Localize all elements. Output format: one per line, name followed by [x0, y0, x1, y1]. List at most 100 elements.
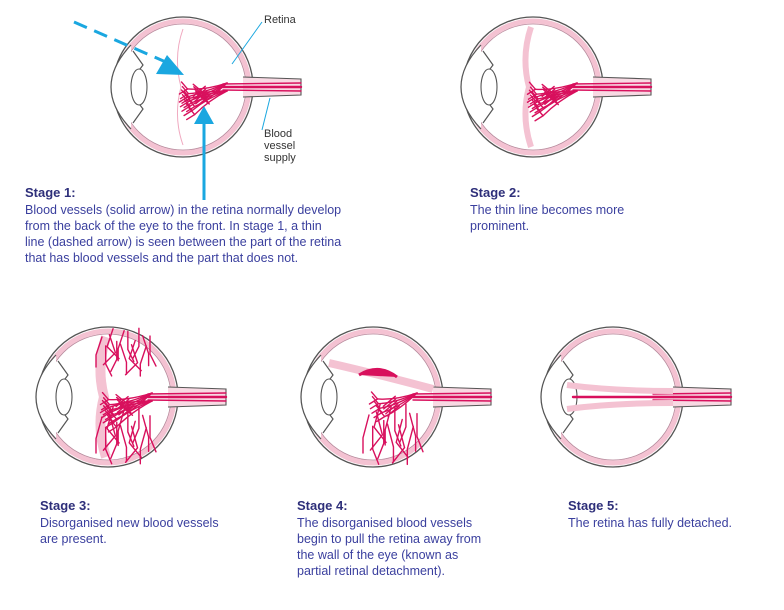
- retinal-vessel: [536, 100, 544, 109]
- central-vessel-lower: [412, 399, 492, 402]
- retina-label: Retina: [264, 14, 296, 26]
- eye-diagram-stage-5: [540, 326, 733, 468]
- retinal-vessel: [542, 91, 557, 103]
- eye-diagram-stage-3: [35, 326, 228, 468]
- new-vessel-cluster: [128, 420, 142, 458]
- retinal-vessel: [545, 95, 560, 108]
- dashed-arrow-head: [156, 55, 184, 75]
- new-vessel-cluster: [127, 409, 135, 448]
- retinal-vessel: [101, 391, 110, 401]
- retinal-vessel: [382, 395, 396, 407]
- retinal-vessel: [531, 110, 542, 118]
- stage-1-line: Blood vessels (solid arrow) in the retin…: [25, 203, 342, 217]
- retinal-vessel: [118, 404, 132, 416]
- stage-4-line: begin to pull the retina away from: [297, 532, 482, 546]
- stage-5-caption: Stage 5: The retina has fully detached.: [568, 498, 778, 531]
- stage-2-caption: Stage 2: The thin line becomes more prom…: [470, 185, 720, 234]
- retinal-vessel: [536, 108, 544, 117]
- new-vessel-cluster: [104, 427, 113, 465]
- retinal-vessel: [529, 86, 538, 95]
- new-vessel-cluster: [106, 327, 120, 360]
- retinal-vessel: [531, 102, 542, 110]
- central-vessel-lower: [572, 89, 652, 92]
- blood-vessel-supply-line-3: supply: [264, 152, 296, 164]
- retinal-vessel: [544, 93, 558, 105]
- central-vessel-lower: [147, 399, 227, 402]
- new-vessel-cluster: [128, 339, 142, 372]
- detached-retina-upper: [566, 382, 674, 394]
- new-vessel-cluster: [117, 408, 125, 447]
- dashed-arrow-line: [73, 20, 169, 65]
- retinal-vessel: [116, 401, 131, 413]
- new-vessel-cluster: [408, 412, 417, 453]
- retinal-vessel: [193, 90, 208, 103]
- retinal-vessel: [534, 107, 544, 114]
- stage-5-line: The retina has fully detached.: [568, 516, 732, 530]
- central-vessel-upper: [412, 392, 492, 395]
- retinal-vessel: [531, 91, 539, 100]
- central-vessel-upper: [572, 82, 652, 85]
- retinal-vessel: [371, 395, 380, 405]
- stage-3-line: Disorganised new blood vessels: [40, 516, 219, 530]
- blood-vessel-supply-line-1: Blood: [264, 128, 293, 140]
- new-vessel-cluster: [377, 419, 385, 460]
- stage-5-title: Stage 5:: [568, 498, 619, 513]
- new-vessel-cluster: [399, 403, 407, 443]
- retinal-vessel: [195, 93, 209, 105]
- stage-3-line: are present.: [40, 532, 107, 546]
- retinal-ridge: [95, 335, 111, 459]
- stage-4-line: The disorganised blood vessels: [297, 516, 473, 530]
- retinal-vessel: [196, 95, 210, 107]
- new-vessel-cluster: [102, 334, 117, 366]
- new-vessel-cluster: [395, 418, 409, 459]
- central-vessel-lower: [222, 89, 302, 92]
- new-vessel-cluster: [141, 414, 150, 453]
- demarcation-line: [177, 28, 184, 146]
- new-vessel-cluster: [119, 343, 128, 375]
- traction-vessel-mass: [358, 368, 398, 379]
- retinal-vessel: [541, 85, 555, 98]
- stage-3-caption: Stage 3: Disorganised new blood vessels …: [40, 498, 270, 547]
- blood-vessel-supply-line-2: vessel: [264, 140, 296, 152]
- new-vessel-cluster: [391, 424, 406, 464]
- eye-diagram-stage-2: [460, 16, 653, 158]
- retinal-vessel: [526, 88, 537, 95]
- lens: [55, 378, 73, 416]
- cornea: [35, 354, 57, 440]
- stage-2-line: The thin line becomes more: [470, 203, 625, 217]
- solid-arrow-head: [194, 106, 214, 124]
- new-vessel-cluster: [124, 344, 139, 376]
- retinal-vessel: [115, 395, 129, 408]
- stage-4-line: partial retinal detachment).: [297, 564, 445, 578]
- retinal-vessel: [180, 81, 189, 90]
- new-vessel-cluster: [119, 424, 128, 463]
- new-vessel-cluster: [406, 425, 415, 466]
- retinal-vessel: [187, 106, 196, 116]
- retinal-vessel: [383, 400, 398, 413]
- new-vessel-cluster: [110, 421, 118, 460]
- retinal-vessel: [185, 113, 196, 121]
- new-vessel-cluster: [141, 334, 150, 367]
- new-vessel-cluster: [110, 340, 118, 373]
- cornea: [540, 354, 562, 440]
- eye-diagram-stage-1: [110, 16, 303, 158]
- retinal-vessel: [104, 402, 113, 411]
- new-vessel-cluster: [132, 405, 140, 444]
- new-vessel-cluster: [384, 406, 392, 446]
- retinal-vessel: [385, 403, 399, 415]
- stage-1-title: Stage 1:: [25, 185, 76, 200]
- retinal-vessel: [373, 411, 383, 419]
- stage-1-line: from the back of the eye to the front. I…: [25, 219, 322, 233]
- stage-2-title: Stage 2:: [470, 185, 521, 200]
- new-vessel-cluster: [371, 425, 380, 466]
- new-vessel-cluster: [95, 416, 103, 454]
- stage-2-line: prominent.: [470, 219, 530, 233]
- stage-1-caption: Stage 1: Blood vessels (solid arrow) in …: [25, 185, 425, 266]
- retinal-vessel: [534, 115, 544, 122]
- new-vessel-cluster: [394, 407, 402, 447]
- retinal-vessel: [542, 82, 578, 109]
- retinal-vessel: [181, 85, 190, 95]
- retinal-ridge: [522, 26, 534, 148]
- retinal-vessel: [185, 105, 196, 113]
